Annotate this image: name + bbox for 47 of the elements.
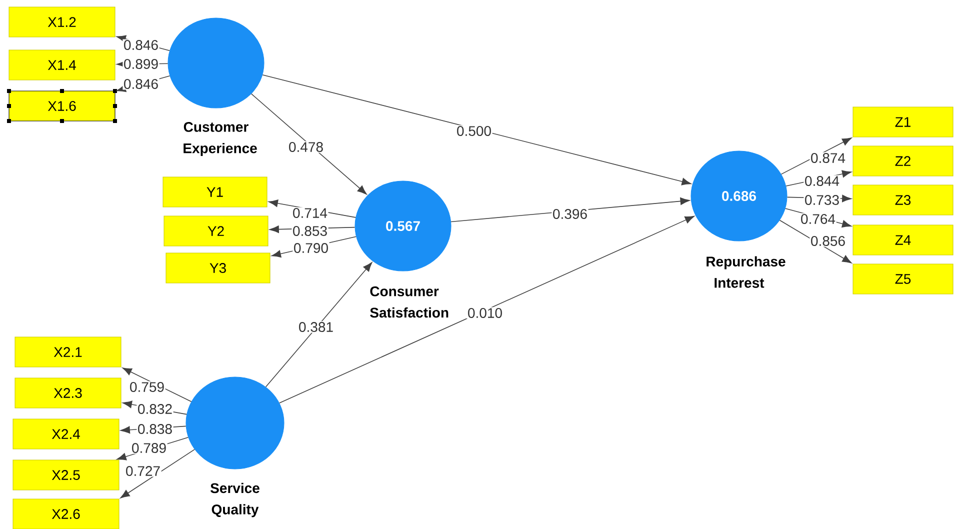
edge-label: 0.838 xyxy=(136,423,174,435)
indicator-box: X1.4 xyxy=(8,50,116,80)
edge-label: 0.381 xyxy=(298,321,334,333)
edge-label: 0.844 xyxy=(804,175,840,187)
edge-label: 0.789 xyxy=(130,442,168,454)
indicator-box: Z2 xyxy=(852,146,954,176)
edge-label: 0.733 xyxy=(804,194,840,206)
edge-label: 0.396 xyxy=(552,208,588,220)
arrow xyxy=(279,216,694,404)
node-label: Repurchase Interest xyxy=(706,256,786,288)
indicator-box: X2.3 xyxy=(14,378,122,408)
edge-label: 0.478 xyxy=(288,141,324,153)
edge-label: 0.764 xyxy=(800,213,836,225)
edge-label: 0.010 xyxy=(466,307,504,319)
edge-label: 0.856 xyxy=(810,235,846,247)
indicator-box: Z5 xyxy=(852,264,954,294)
edge-label: 0.899 xyxy=(122,58,160,70)
edge-label: 0.846 xyxy=(122,78,160,90)
arrow xyxy=(780,138,852,175)
edge-label: 0.853 xyxy=(292,225,328,237)
node-label: Service Quality xyxy=(210,482,260,518)
indicator-box: X2.6 xyxy=(12,498,120,529)
indicator-box: Y1 xyxy=(162,176,268,208)
indicator-box: X2.4 xyxy=(12,418,120,450)
indicator-box: Z4 xyxy=(852,224,954,256)
indicator-box: X2.1 xyxy=(14,336,122,368)
edge-label: 0.874 xyxy=(810,152,846,164)
indicator-box: X1.6 xyxy=(7,89,117,123)
edge-label: 0.846 xyxy=(122,39,160,51)
edge-label: 0.790 xyxy=(292,242,330,254)
arrow xyxy=(265,262,372,388)
indicator-box: Y3 xyxy=(166,252,270,284)
edge-label: 0.759 xyxy=(128,381,166,393)
arrow xyxy=(262,74,692,186)
edge-label: 0.727 xyxy=(124,465,162,477)
node-label: Customer Experience xyxy=(184,122,257,156)
indicator-box: X1.2 xyxy=(8,6,116,38)
indicator-box: X2.5 xyxy=(12,460,120,490)
edge-label: 0.714 xyxy=(292,207,328,219)
edge-label: 0.500 xyxy=(456,125,492,137)
edge-label: 0.832 xyxy=(136,403,174,415)
node-label: Consumer Satisfaction xyxy=(370,286,448,318)
indicator-box: Z1 xyxy=(852,106,954,138)
arrow xyxy=(250,93,367,194)
arrow xyxy=(120,449,195,498)
indicator-box: Y2 xyxy=(164,216,268,246)
indicator-box: Z3 xyxy=(852,184,954,216)
